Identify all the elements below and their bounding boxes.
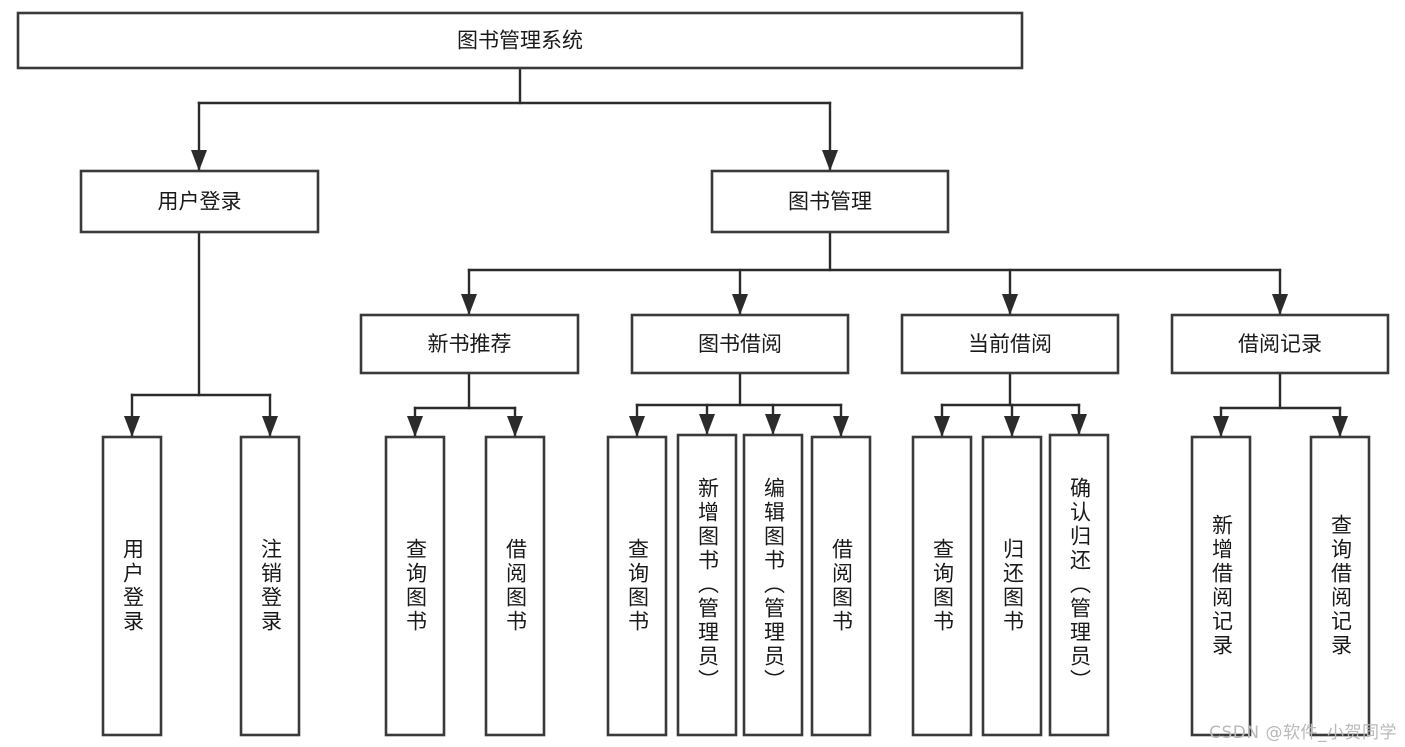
node-box-leaf-confirm-return-admin[interactable] [1048, 433, 1110, 737]
node-box-leaf-edit-book-admin[interactable] [742, 433, 804, 737]
arrow-head-icon [1332, 416, 1348, 437]
node-box-book-borrow[interactable] [630, 313, 850, 375]
node-label-borrow-record: 借阅记录 [1238, 332, 1322, 356]
node-box-leaf-query-book-1[interactable] [384, 435, 446, 737]
node-box-new-book-recommend[interactable] [359, 313, 580, 375]
node-box-borrow-record[interactable] [1170, 313, 1390, 375]
node-box-root[interactable] [16, 11, 1024, 70]
arrow-head-icon [1004, 416, 1020, 437]
node-label-current-borrow: 当前借阅 [968, 332, 1052, 356]
arrow-head-icon [934, 416, 950, 437]
arrow-head-icon [507, 416, 523, 437]
node-box-leaf-borrow-book-2[interactable] [810, 435, 872, 737]
node-box-book-manage[interactable] [710, 169, 950, 234]
node-box-leaf-user-login[interactable] [101, 435, 163, 737]
node-label-user-login: 用户登录 [158, 190, 242, 214]
node-box-leaf-return-book[interactable] [981, 435, 1043, 737]
arrow-head-icon [262, 416, 278, 437]
watermark-text: CSDN @软件_小贺同学 [1209, 723, 1397, 743]
node-box-leaf-logout-login[interactable] [239, 435, 301, 737]
node-box-leaf-query-borrow-record[interactable] [1309, 435, 1371, 737]
arrow-head-icon [629, 416, 645, 437]
arrow-head-icon [191, 150, 207, 171]
arrow-head-icon [461, 294, 477, 315]
arrow-head-icon [124, 416, 140, 437]
arrow-head-icon [822, 150, 838, 171]
arrow-head-icon [1071, 414, 1087, 435]
node-box-leaf-borrow-book-1[interactable] [484, 435, 546, 737]
node-boxes [16, 11, 1390, 737]
arrow-head-icon [1002, 294, 1018, 315]
arrow-head-icon [1272, 294, 1288, 315]
node-box-leaf-query-book-3[interactable] [911, 435, 973, 737]
node-label-book-manage: 图书管理 [788, 190, 872, 214]
node-box-user-login[interactable] [79, 169, 320, 234]
arrow-head-icon [699, 414, 715, 435]
arrow-head-icon [1213, 416, 1229, 437]
node-box-leaf-query-book-2[interactable] [606, 435, 668, 737]
node-label-new-book-recommend: 新书推荐 [428, 332, 512, 356]
arrow-head-icon [833, 416, 849, 437]
node-box-leaf-add-borrow-record[interactable] [1190, 435, 1252, 737]
node-label-book-borrow: 图书借阅 [698, 332, 782, 356]
arrow-head-icon [732, 294, 748, 315]
node-label-root: 图书管理系统 [457, 29, 583, 53]
arrow-head-icon [407, 416, 423, 437]
node-box-current-borrow[interactable] [900, 313, 1120, 375]
node-box-leaf-add-book-admin[interactable] [676, 433, 738, 737]
connector-lines [124, 66, 1348, 439]
arrow-head-icon [765, 414, 781, 435]
